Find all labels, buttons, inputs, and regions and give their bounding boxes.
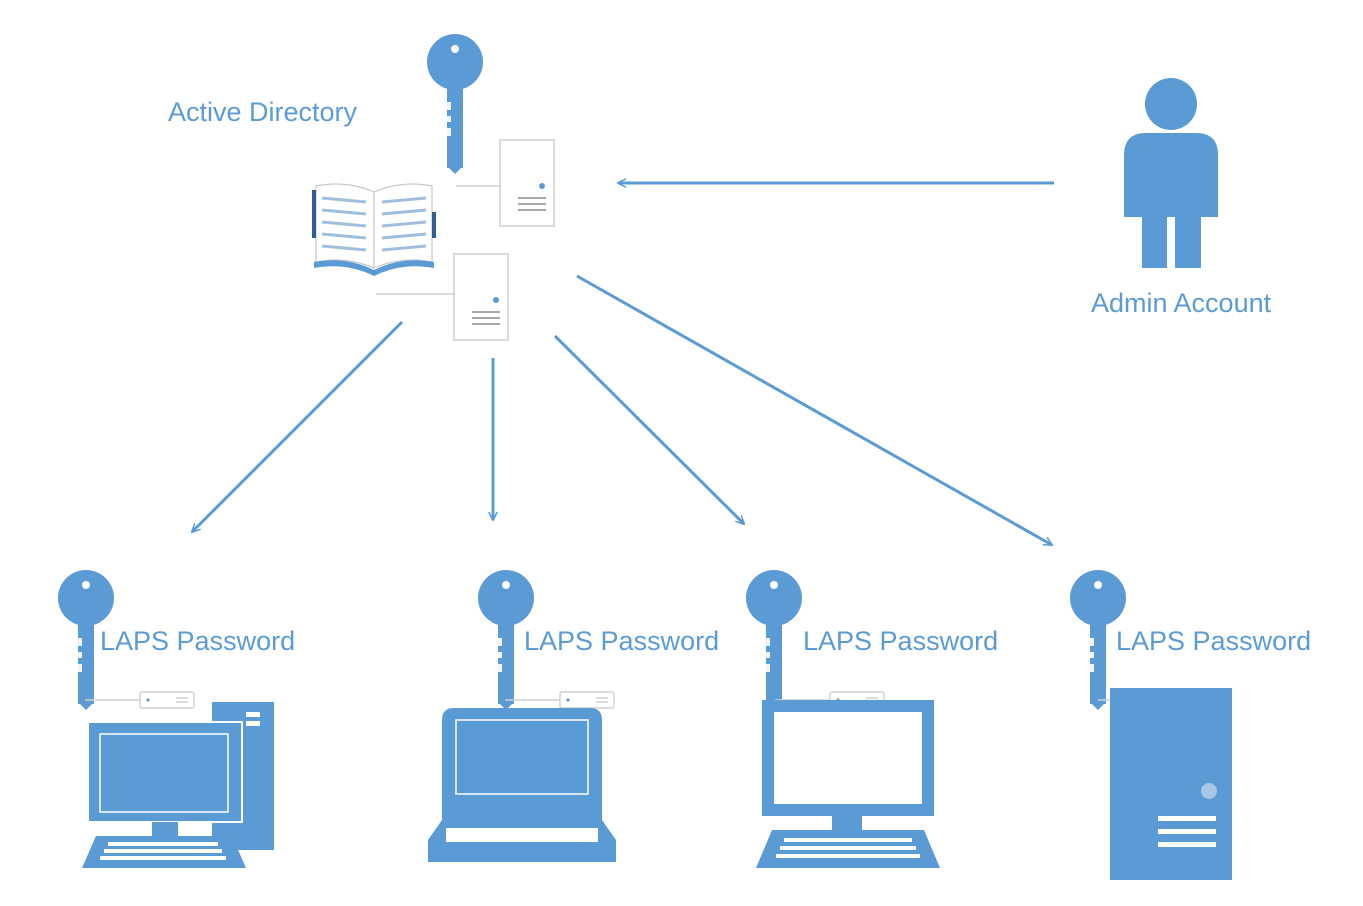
laps-password-label: LAPS Password — [524, 626, 719, 656]
arrow-ad-to-client-1 — [190, 320, 404, 534]
arrow-ad-to-client-3 — [553, 334, 746, 526]
laps-password-label: LAPS Password — [100, 626, 295, 656]
server-icon — [376, 139, 555, 341]
desktop-computer-icon — [82, 702, 274, 868]
key-icon — [746, 570, 802, 710]
arrow-ad-to-client-4 — [576, 274, 1054, 547]
connector-arrows — [190, 178, 1054, 547]
book-icon — [312, 183, 436, 276]
laptop-icon — [428, 708, 616, 862]
monitor-keyboard-icon — [756, 700, 940, 868]
client-desktop: LAPS Password — [58, 570, 295, 868]
active-directory-label: Active Directory — [168, 97, 358, 127]
client-monitor: LAPS Password — [746, 570, 998, 868]
laps-password-label: LAPS Password — [803, 626, 998, 656]
key-icon — [427, 34, 483, 174]
admin-node: Admin Account — [1091, 78, 1272, 318]
person-icon — [1124, 78, 1218, 268]
client-laptop: LAPS Password — [428, 570, 719, 862]
active-directory-node: Active Directory — [168, 34, 555, 341]
laps-password-label: LAPS Password — [1116, 626, 1311, 656]
client-server: LAPS Password — [1070, 570, 1311, 880]
tower-server-icon — [1110, 688, 1232, 880]
admin-label: Admin Account — [1091, 288, 1272, 318]
